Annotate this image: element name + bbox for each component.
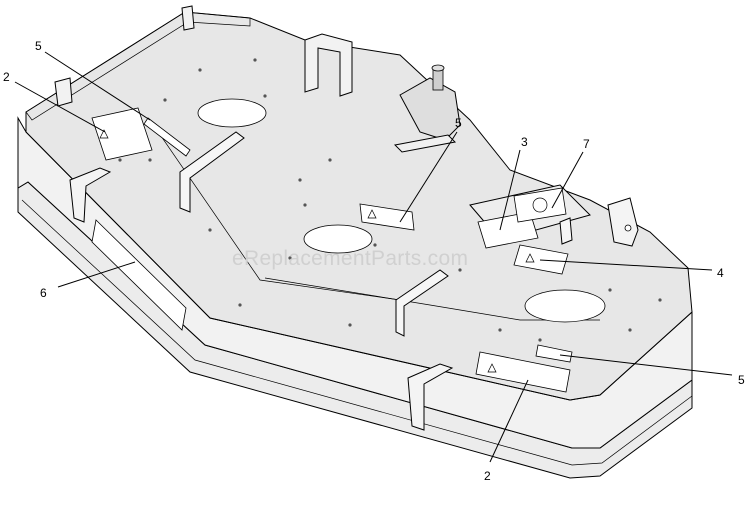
leader-3 — [499, 149, 521, 231]
blade-opening-right — [524, 289, 606, 323]
decal-warning-rear — [91, 107, 153, 161]
callout-2: 2 — [3, 70, 10, 84]
decal-warning-front — [475, 351, 571, 393]
leader-5-top-left — [44, 51, 151, 121]
callout-2: 2 — [484, 469, 491, 483]
skirt-accent — [21, 199, 693, 466]
decal-side-logo — [91, 219, 187, 331]
center-baffle-right — [395, 269, 449, 337]
decal-center — [359, 203, 415, 231]
callout-7: 7 — [583, 137, 590, 151]
watermark: eReplacementParts.com — [232, 247, 468, 270]
leader-2-bottom — [489, 379, 529, 463]
callout-5: 5 — [738, 373, 745, 387]
leader-5-center — [399, 131, 458, 223]
deck-top-plate — [25, 11, 693, 401]
decal-pictogram-triangle — [99, 129, 109, 139]
mounting-holes — [118, 58, 662, 342]
front-bracket-left — [69, 167, 112, 223]
decal-small-front — [535, 344, 573, 363]
leader-2-top-left — [14, 81, 106, 133]
blade-openings — [197, 98, 606, 323]
rear-hinge-top — [181, 5, 195, 31]
front-bracket-right — [407, 363, 454, 431]
decal-pictogram-triangle — [367, 209, 377, 219]
side-mount-bolt — [624, 224, 632, 232]
rear-hinge-left — [54, 77, 73, 107]
blade-opening-center — [303, 224, 373, 254]
leader-5-right — [559, 354, 733, 376]
decal-pictogram-triangle — [487, 363, 497, 373]
deck-front-lip — [25, 131, 693, 401]
callout-4: 4 — [717, 266, 724, 280]
center-baffle-left — [179, 131, 245, 213]
decal-warning-right — [513, 244, 569, 275]
leader-6 — [57, 261, 136, 288]
callout-5: 5 — [35, 39, 42, 53]
decal-pictogram-triangle — [525, 253, 535, 263]
leader-7 — [551, 151, 584, 209]
callout-6: 6 — [40, 286, 47, 300]
latch-right — [559, 217, 573, 245]
callout-5: 5 — [455, 116, 462, 130]
callout-3: 3 — [521, 135, 528, 149]
leader-4 — [539, 259, 713, 271]
decal-pulley-symbol — [532, 197, 548, 213]
decal-strip-rear — [143, 117, 191, 157]
rear-mount-bracket — [304, 33, 353, 97]
spindle-housing — [399, 77, 461, 141]
leader-lines — [14, 51, 733, 463]
spindle-cap — [431, 64, 445, 72]
blade-opening-left — [197, 98, 267, 128]
idler-bracket — [393, 134, 457, 153]
callouts: 5 2 6 5 3 7 4 5 2 — [3, 39, 745, 483]
side-mount-right — [607, 197, 639, 247]
decals — [91, 107, 573, 393]
